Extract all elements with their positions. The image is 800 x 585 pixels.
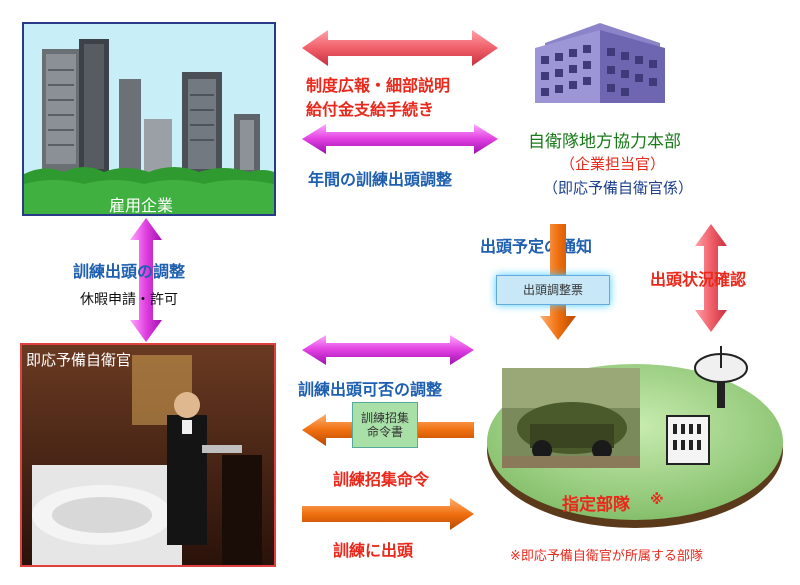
order-document-line2: 命令書 bbox=[366, 425, 403, 439]
pco-name: 自衛隊地方協力本部 bbox=[528, 132, 681, 152]
reservist-label: 即応予備自衛官 bbox=[26, 351, 132, 369]
left-vertical-double-arrow bbox=[130, 218, 162, 342]
company-label: 雇用企業 bbox=[109, 196, 174, 215]
pco-building-illustration bbox=[535, 23, 665, 103]
order-document-line1: 訓練招集 bbox=[360, 411, 409, 425]
order-label: 訓練招集命令 bbox=[333, 470, 430, 489]
annual-adjust-double-arrow bbox=[302, 124, 498, 154]
footnote: ※即応予備自衛官が所属する部隊 bbox=[510, 549, 703, 564]
top-double-arrow bbox=[302, 30, 498, 66]
pco-sub1: （企業担当官） bbox=[560, 155, 666, 173]
office-buildings-illustration bbox=[24, 39, 274, 214]
adjust-attendance-label: 訓練出頭可否の調整 bbox=[298, 380, 443, 399]
company-panel: 雇用企業 bbox=[22, 22, 276, 216]
top-arrow-text-line2: 給付金支給手続き bbox=[306, 100, 435, 119]
reservist-photo-panel: 即応予備自衛官 bbox=[20, 343, 276, 567]
status-check-label: 出頭状況確認 bbox=[650, 270, 747, 289]
attend-label: 訓練に出頭 bbox=[333, 541, 414, 560]
status-check-double-arrow bbox=[695, 224, 727, 332]
notice-document: 出頭調整票 bbox=[496, 275, 610, 305]
unit-mark: ※ bbox=[650, 492, 664, 508]
left-arrow-title: 訓練出頭の調整 bbox=[73, 262, 186, 281]
attend-arrow-right bbox=[302, 498, 474, 530]
order-document: 訓練招集 命令書 bbox=[352, 402, 418, 448]
radar-dish-icon bbox=[694, 346, 748, 408]
reservist-photo bbox=[22, 345, 274, 565]
unit-building-icon bbox=[666, 415, 710, 465]
unit-label: 指定部隊 bbox=[562, 495, 630, 515]
unit-jeep-photo bbox=[502, 368, 640, 468]
left-arrow-sub: 休暇申請・許可 bbox=[80, 292, 178, 308]
adjust-attendance-double-arrow bbox=[302, 335, 474, 365]
pco-sub2: （即応予備自衛官係） bbox=[543, 179, 694, 197]
top-arrow-text-line1: 制度広報・細部説明 bbox=[306, 76, 451, 95]
annual-adjust-label: 年間の訓練出頭調整 bbox=[308, 170, 453, 189]
